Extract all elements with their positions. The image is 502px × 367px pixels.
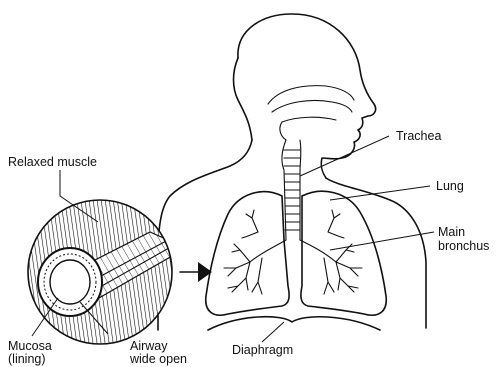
airway-inset <box>28 200 186 344</box>
left-lung <box>206 192 289 316</box>
label-relaxed-muscle: Relaxed muscle <box>8 155 97 169</box>
label-airway-line1: Airway <box>130 339 168 353</box>
label-main-bronchus-line1: Main <box>438 225 465 239</box>
diaphragm-leader <box>262 322 284 342</box>
trachea-leader <box>300 136 389 176</box>
body-outline <box>158 14 426 330</box>
airway-lumen <box>50 260 90 304</box>
label-mucosa-line2: (lining) <box>8 352 46 366</box>
bronchial-tree <box>224 210 362 294</box>
trachea <box>282 140 301 240</box>
lung-leader <box>330 186 430 200</box>
arrow-right-icon <box>180 262 212 282</box>
label-main-bronchus-line2: bronchus <box>438 239 489 253</box>
bronchus-leader <box>330 232 434 250</box>
label-mucosa-line1: Mucosa <box>8 339 52 353</box>
label-diaphragm: Diaphragm <box>232 343 293 357</box>
nasal-cavity <box>268 86 354 140</box>
label-lung: Lung <box>436 179 464 193</box>
label-trachea: Trachea <box>396 129 441 143</box>
label-airway-line2: wide open <box>129 352 187 366</box>
diaphragm <box>208 317 380 330</box>
